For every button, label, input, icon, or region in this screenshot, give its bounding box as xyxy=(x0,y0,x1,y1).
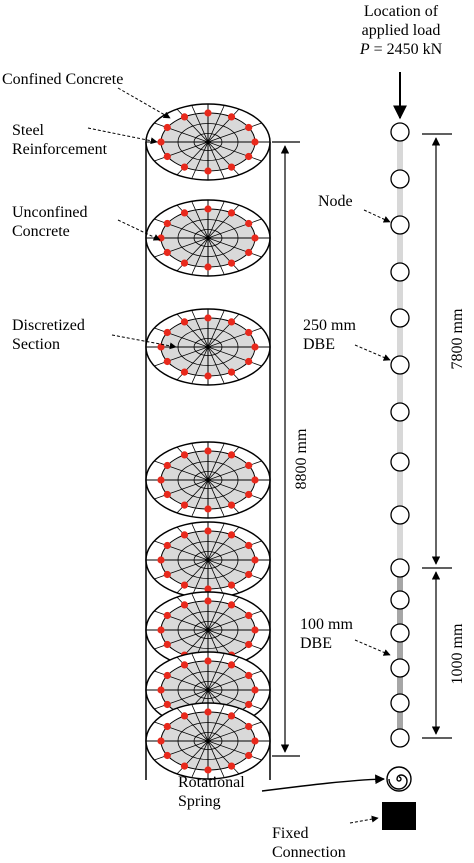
upper-member xyxy=(397,132,403,570)
section-1 xyxy=(145,103,271,181)
unconfined-concrete-label: Unconfined Concrete xyxy=(12,204,88,240)
dbe-250-label: 250 mm DBE xyxy=(303,317,356,353)
dimension-label-1000: 1000 mm xyxy=(449,623,466,685)
rotational-spring-label: Rotational Spring xyxy=(178,774,245,810)
leader-node xyxy=(363,209,391,223)
dimension-7800-1000 xyxy=(422,133,452,739)
node-icon xyxy=(390,122,410,142)
leader-250 xyxy=(354,344,391,361)
node-icon xyxy=(390,169,410,189)
node-icon xyxy=(390,558,410,578)
load-label: Location of applied load P = 2450 kN xyxy=(359,3,443,58)
rotational-spring-icon xyxy=(386,766,412,792)
section-5 xyxy=(145,521,271,599)
leader-confined xyxy=(117,87,171,119)
section-2 xyxy=(145,199,271,277)
node-column xyxy=(390,122,410,748)
leader-steel xyxy=(87,127,158,145)
node-label: Node xyxy=(318,193,353,210)
node-icon xyxy=(390,308,410,328)
confined-concrete-label: Confined Concrete xyxy=(2,71,124,88)
section-8 xyxy=(145,702,271,780)
node-icon xyxy=(390,355,410,375)
node-icon xyxy=(390,728,410,748)
leader-discretized xyxy=(111,334,177,350)
steel-reinforcement-label: Steel Reinforcement xyxy=(12,122,108,158)
node-icon xyxy=(390,262,410,282)
dimension-label-7800: 7800 mm xyxy=(449,308,466,370)
node-icon xyxy=(390,658,410,678)
section-3 xyxy=(145,308,271,386)
node-icon xyxy=(390,505,410,525)
fixed-support-icon xyxy=(382,802,416,830)
node-icon xyxy=(390,452,410,472)
dimension-label-8800: 8800 mm xyxy=(293,428,310,490)
node-icon xyxy=(390,215,410,235)
leader-fixed xyxy=(349,815,379,824)
discretized-section-label: Discretized Section xyxy=(12,317,85,353)
leader-100 xyxy=(354,639,391,656)
node-icon xyxy=(390,402,410,422)
lower-member xyxy=(397,570,403,740)
dbe-100-label: 100 mm DBE xyxy=(300,616,353,652)
node-icon xyxy=(390,590,410,610)
section-4 xyxy=(145,441,271,519)
node-icon xyxy=(390,623,410,643)
node-icon xyxy=(390,693,410,713)
fixed-connection-label: Fixed Connection xyxy=(272,825,346,861)
leader-spring xyxy=(261,774,385,792)
leader-unconfined xyxy=(117,219,161,241)
dimension-8800 xyxy=(272,141,300,757)
